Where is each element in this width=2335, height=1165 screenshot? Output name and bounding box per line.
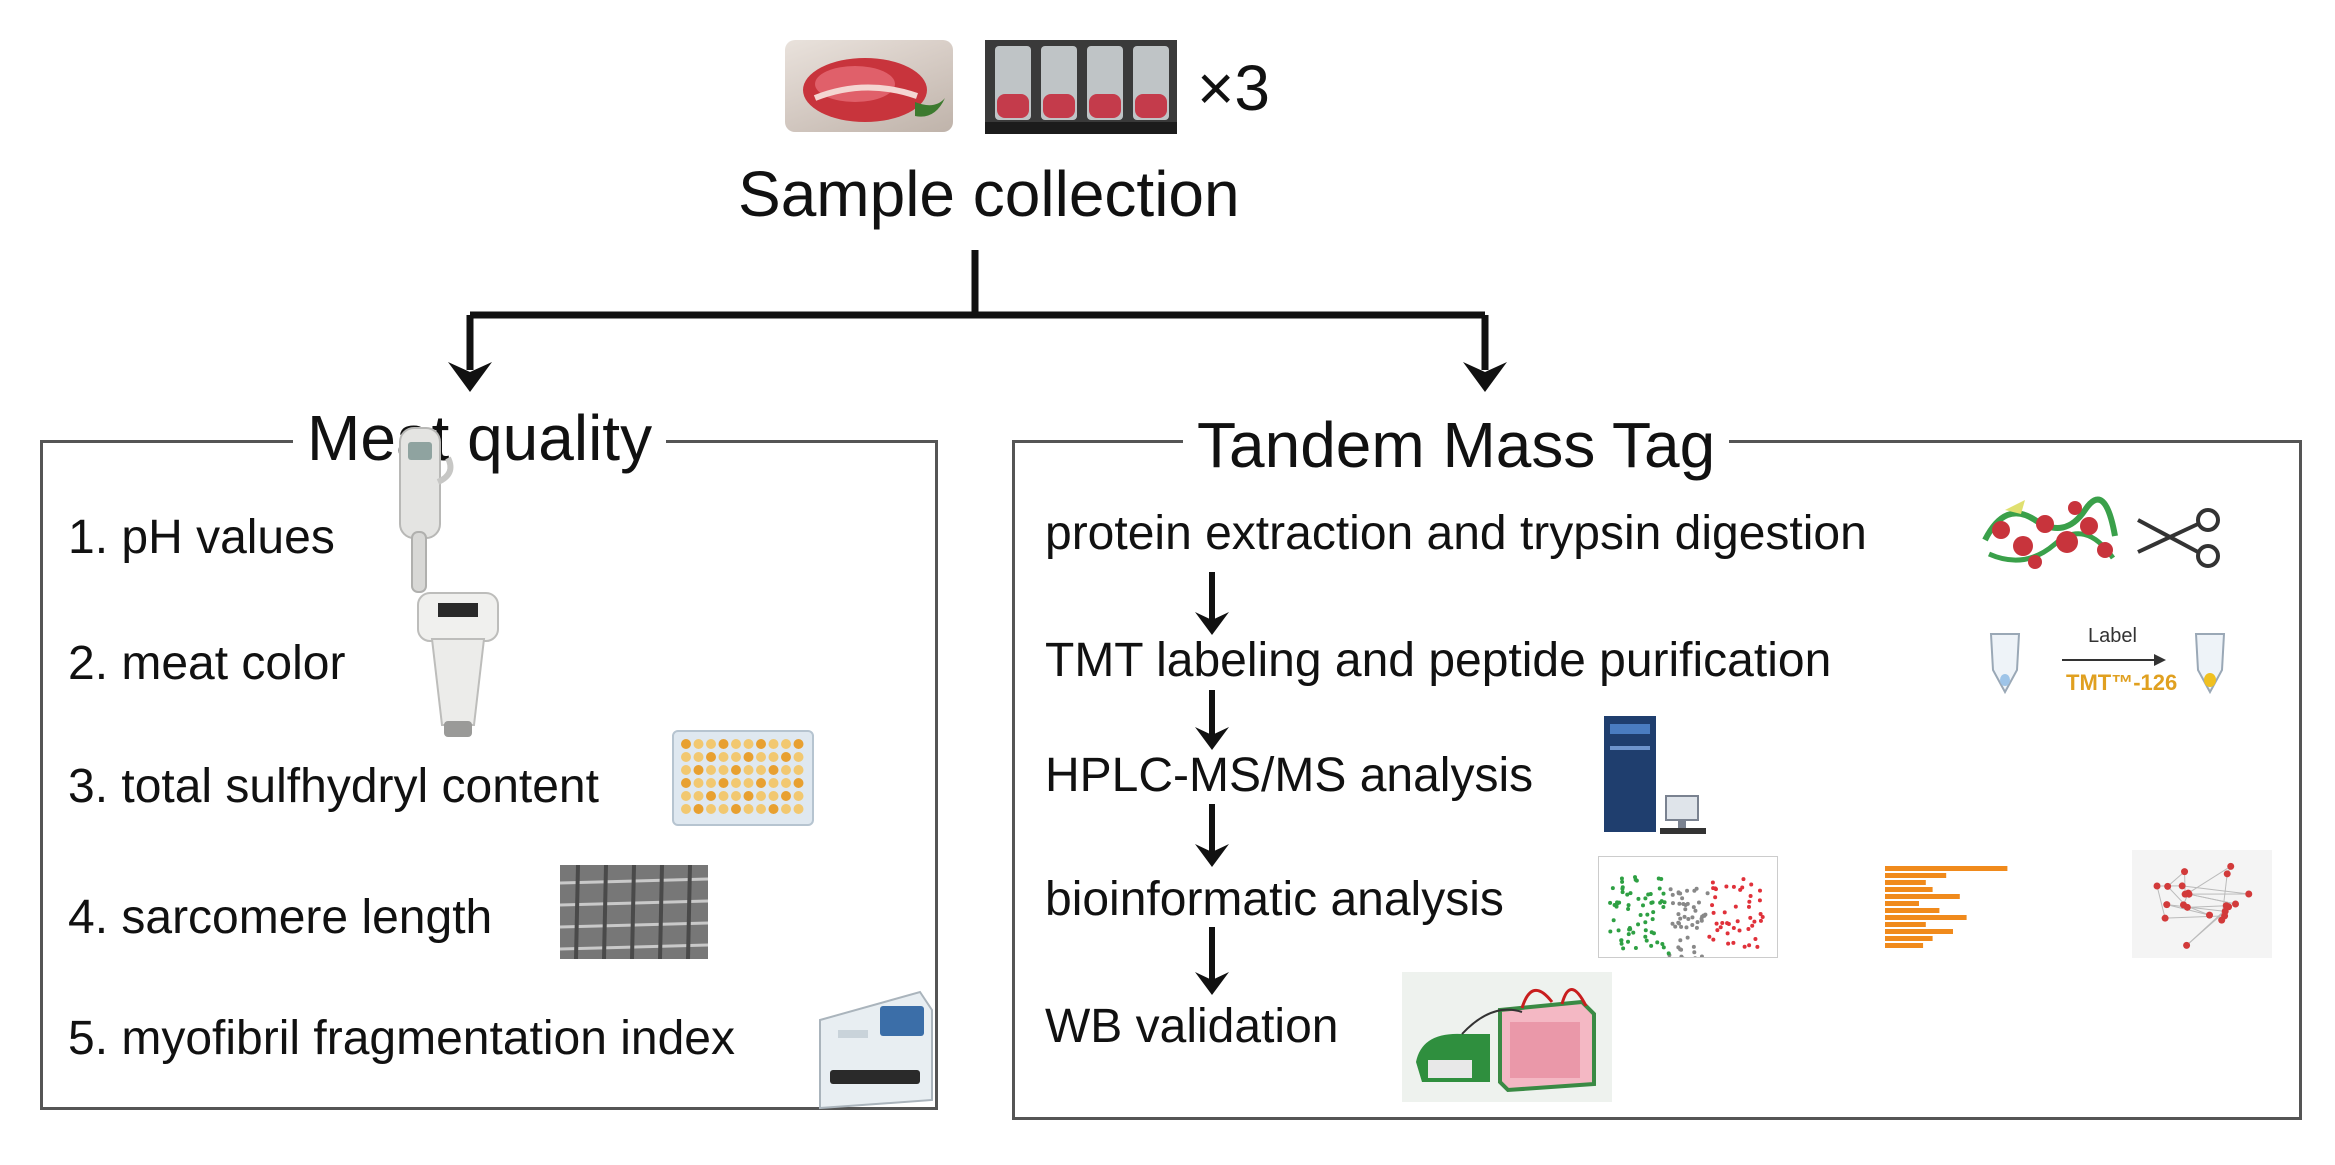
meat-quality-item-1: 1. pH values	[68, 511, 335, 564]
scissors-icon	[2137, 508, 2220, 568]
protein-structure-icon	[1982, 496, 2118, 569]
tmt-step-5: WB validation	[1045, 1000, 1339, 1053]
tmt-step-4: bioinformatic analysis	[1045, 873, 1504, 926]
meat-photo	[785, 40, 953, 132]
volcano-plot-thumbnail	[1598, 856, 1778, 958]
meat-quality-item-4: 4. sarcomere length	[68, 891, 493, 944]
western-blot-apparatus-icon	[1402, 972, 1612, 1102]
meat-quality-item-5: 5. myofibril fragmentation index	[68, 1012, 735, 1065]
meat-quality-item-2: 2. meat color	[68, 637, 346, 690]
replicate-multiplier: ×3	[1197, 52, 1270, 124]
network-thumbnail	[2132, 850, 2272, 958]
tmt-title: Tandem Mass Tag	[1183, 413, 1730, 477]
tube-before-icon	[1989, 633, 2021, 695]
tmt-step-3: HPLC-MS/MS analysis	[1045, 749, 1534, 802]
colorimeter-icon	[417, 592, 499, 737]
tmt-step-1: protein extraction and trypsin digestion	[1045, 507, 1867, 560]
meat-quality-item-3: 3. total sulfhydryl content	[68, 760, 599, 813]
label-arrow	[2062, 654, 2166, 666]
step-arrow-1	[1195, 612, 1229, 635]
mass-spectrometer-icon	[1604, 716, 1706, 834]
label-arrow-bottom-text: TMT™-126	[2066, 670, 2178, 695]
sample-tubes-photo	[985, 40, 1177, 134]
bar-chart-thumbnail	[1855, 862, 2027, 954]
step-arrow-3	[1195, 844, 1229, 867]
tmt-step-2: TMT labeling and peptide purification	[1045, 634, 1832, 687]
branch-connector	[466, 250, 1489, 370]
microplate-icon	[672, 730, 814, 826]
label-arrow-top-text: Label	[2088, 625, 2137, 647]
sarcomere-micrograph	[560, 865, 708, 959]
tube-after-icon	[2194, 633, 2226, 695]
sample-collection-title: Sample collection	[738, 158, 1240, 230]
step-arrow-4	[1195, 972, 1229, 995]
ph-meter-icon	[399, 427, 454, 593]
step-arrow-2	[1195, 727, 1229, 750]
arrow-to-meat-quality	[448, 362, 492, 392]
meat-quality-title: Meat quality	[293, 406, 667, 470]
plate-reader-icon	[819, 990, 933, 1110]
arrow-to-tmt	[1463, 362, 1507, 392]
